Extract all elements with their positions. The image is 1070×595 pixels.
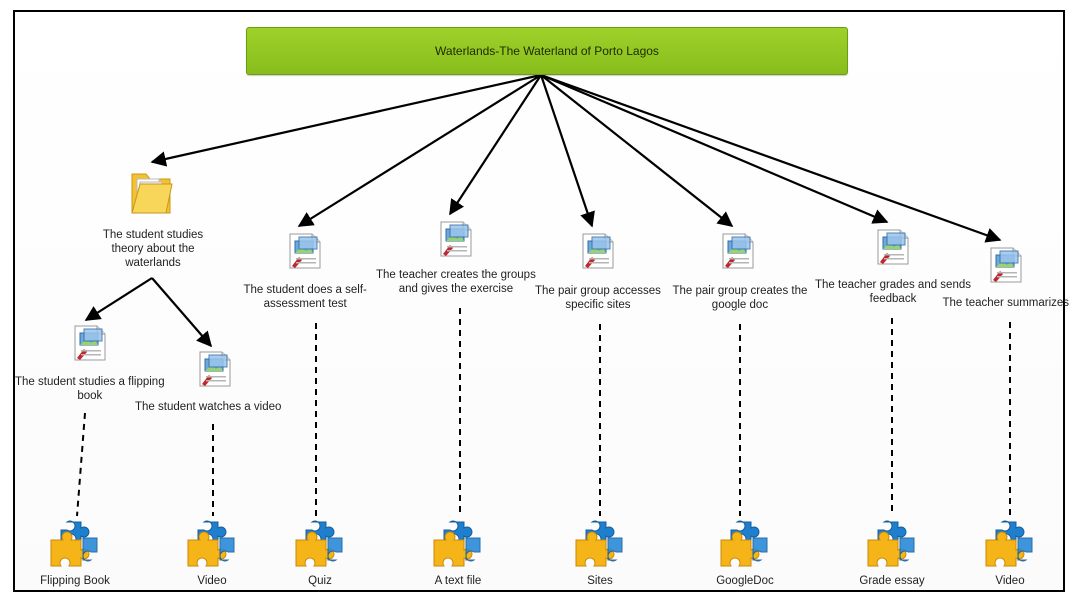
sub-activity-label-line: book <box>77 390 103 402</box>
activity-label: The teacher grades and sends feedback <box>815 278 971 306</box>
resource-label: Sites <box>587 575 613 587</box>
puzzle-piece-icon <box>864 518 920 568</box>
arrow-to-activity <box>540 73 1002 243</box>
arrow-to-sub-activity <box>84 277 153 321</box>
activity-label-line: specific sites <box>565 299 631 311</box>
document-icon <box>876 228 910 266</box>
folder-icon <box>131 173 173 214</box>
dashed-link <box>76 412 86 517</box>
puzzle-piece-icon <box>47 518 103 568</box>
resource-label: Grade essay <box>859 575 925 587</box>
activity-label-line: and gives the exercise <box>398 283 514 295</box>
activity-label-line: The pair group accesses <box>535 285 661 297</box>
activity-label-line: assessment test <box>263 298 347 310</box>
resource-label: Video <box>197 575 227 587</box>
activity-label-line: The student does a self- <box>243 284 367 296</box>
arrow-to-theory <box>150 73 542 167</box>
resource-label: Video <box>995 575 1025 587</box>
arrow-to-sub-activity <box>151 277 213 348</box>
arrow-to-activity <box>540 73 889 224</box>
puzzle-piece-icon <box>184 518 240 568</box>
arrow-to-activity <box>449 74 542 216</box>
resource-label: GoogleDoc <box>716 575 774 587</box>
document-icon <box>721 232 755 270</box>
sub-activity-label-line: The student studies a flipping <box>15 376 165 388</box>
activity-label-line: The pair group creates the <box>672 285 808 297</box>
document-icon <box>581 232 615 270</box>
activity-label-line: The teacher creates the groups <box>376 269 536 281</box>
sub-activity-label: The student watches a video <box>135 400 281 414</box>
activity-label: The student does a self-assessment test <box>244 283 367 311</box>
puzzle-piece-icon <box>982 518 1038 568</box>
resource-label: Flipping Book <box>40 575 110 587</box>
activity-label-line: The teacher grades and sends <box>815 279 971 291</box>
document-icon <box>989 246 1023 284</box>
document-icon <box>73 324 107 362</box>
document-icon <box>439 220 473 258</box>
document-icon <box>198 350 232 388</box>
sub-activity-label-line: The student watches a video <box>135 401 282 413</box>
root-title: Waterlands-The Waterland of Porto Lagos <box>435 44 659 58</box>
theory-label-line: theory about the <box>111 243 195 255</box>
puzzle-piece-icon <box>572 518 628 568</box>
theory-label-line: waterlands <box>125 257 181 269</box>
diagram-frame <box>13 10 1065 592</box>
puzzle-piece-icon <box>430 518 486 568</box>
activity-label: The pair group creates the google doc <box>673 284 808 312</box>
theory-label-line: The student studies <box>102 229 204 241</box>
arrow-to-activity <box>539 74 595 228</box>
theory-label: The student studies theory about the wat… <box>101 228 205 270</box>
arrow-to-activity <box>297 74 542 227</box>
activity-label: The pair group accesses specific sites <box>535 284 661 312</box>
activity-label-line: feedback <box>869 293 917 305</box>
activity-label-line: google doc <box>711 299 769 311</box>
activity-label-line: The teacher summarizes <box>942 297 1070 309</box>
puzzle-piece-icon <box>292 518 348 568</box>
sub-activity-label: The student studies a flipping book <box>15 375 165 403</box>
activity-label: The teacher creates the groups and gives … <box>376 268 536 296</box>
puzzle-piece-icon <box>717 518 773 568</box>
arrow-to-activity <box>540 74 734 227</box>
resource-label: Quiz <box>308 575 332 587</box>
document-icon <box>288 232 322 270</box>
root-title-box: Waterlands-The Waterland of Porto Lagos <box>246 27 848 75</box>
activity-label: The teacher summarizes <box>943 296 1070 310</box>
resource-label: A text file <box>434 575 482 587</box>
